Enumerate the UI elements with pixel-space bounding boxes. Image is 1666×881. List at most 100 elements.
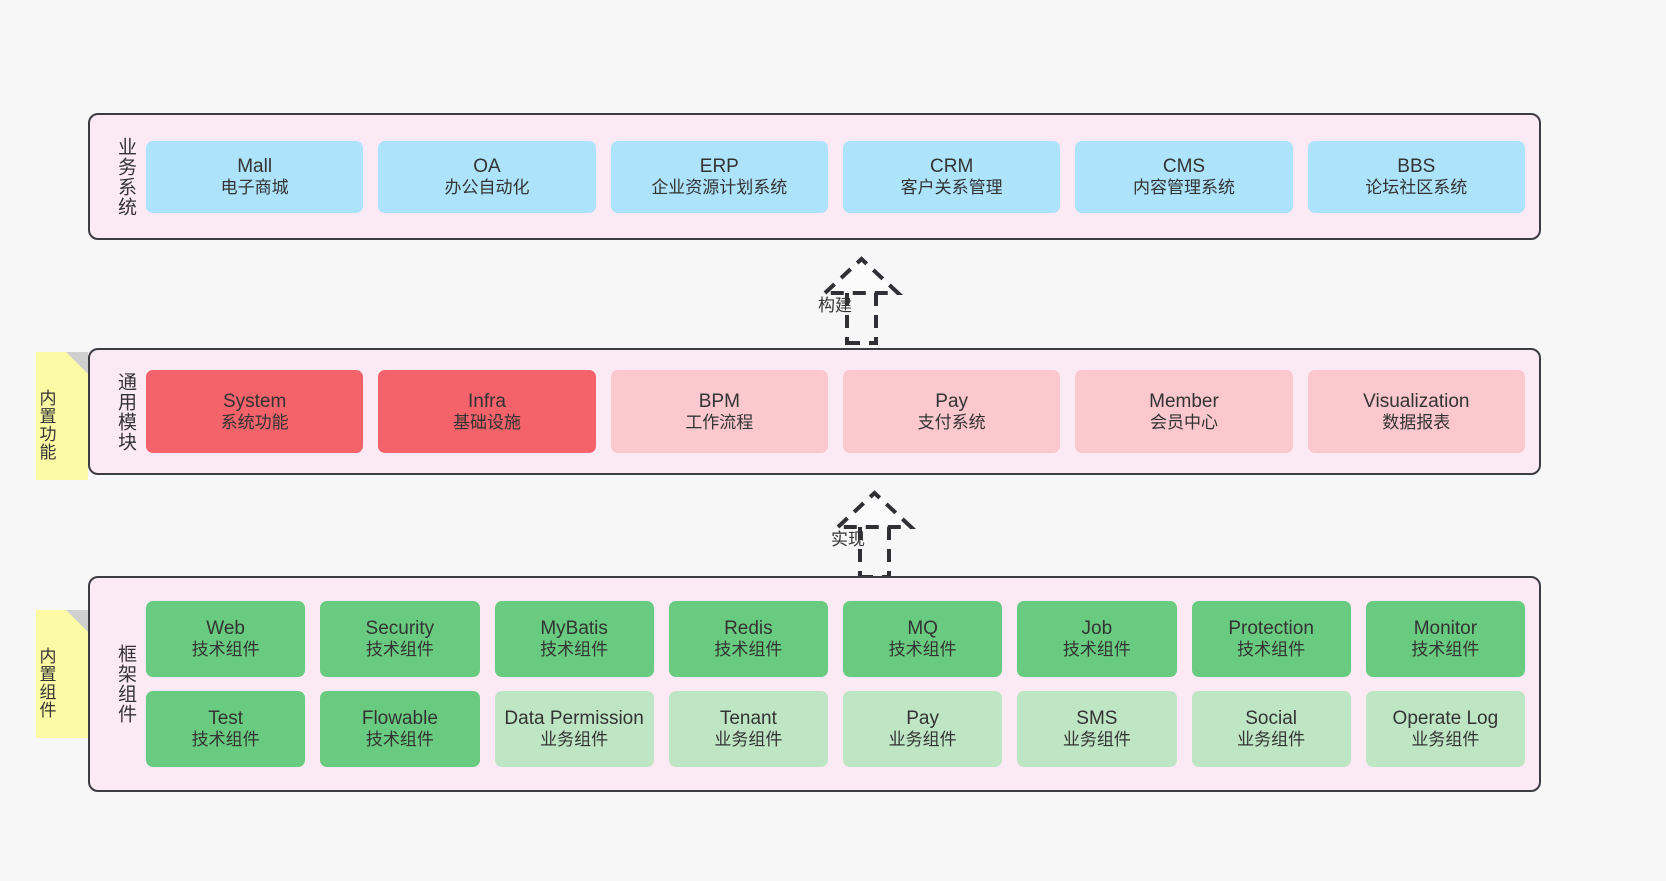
cell-subtitle: 技术组件 bbox=[1237, 640, 1306, 660]
cell-subtitle: 技术组件 bbox=[888, 640, 957, 660]
cell-title: Redis bbox=[724, 618, 773, 640]
connector-implement: 实现 bbox=[765, 487, 955, 579]
cell-title: CMS bbox=[1162, 155, 1206, 177]
cell-title: BPM bbox=[698, 390, 740, 412]
cell-title: Visualization bbox=[1363, 390, 1470, 412]
business-system-cells: Mall 电子商城 OA 办公自动化 ERP 企业资源计划系统 CRM 客户关系… bbox=[142, 140, 1539, 213]
framework-component-cells: Web 技术组件 Security 技术组件 MyBatis 技术组件 Redi… bbox=[142, 601, 1539, 767]
cell-title: Pay bbox=[935, 390, 969, 412]
layer-common-modules: 通用模块 System 系统功能 Infra 基础设施 BPM 工作流程 Pay… bbox=[88, 348, 1541, 475]
business-cell-crm[interactable]: CRM 客户关系管理 bbox=[842, 140, 1061, 213]
cell-title: CRM bbox=[930, 155, 974, 177]
connector-build-label: 构建 bbox=[818, 296, 852, 315]
cell-subtitle: 客户关系管理 bbox=[900, 177, 1003, 197]
cell-title: Tenant bbox=[719, 708, 777, 730]
cell-title: Test bbox=[208, 708, 244, 730]
framework-cell-pay[interactable]: Pay 业务组件 bbox=[843, 691, 1003, 767]
cell-subtitle: 技术组件 bbox=[1062, 640, 1131, 660]
sticky-note-builtin-components: 内置组件 bbox=[36, 610, 88, 738]
framework-cell-social[interactable]: Social 业务组件 bbox=[1191, 691, 1351, 767]
cell-title: Monitor bbox=[1413, 618, 1478, 640]
business-cell-oa[interactable]: OA 办公自动化 bbox=[378, 140, 596, 213]
framework-row-tech: Web 技术组件 Security 技术组件 MyBatis 技术组件 Redi… bbox=[146, 601, 1525, 677]
framework-cell-security[interactable]: Security 技术组件 bbox=[320, 601, 480, 677]
framework-cell-data-permission[interactable]: Data Permission 业务组件 bbox=[494, 691, 654, 767]
module-cell-infra[interactable]: Infra 基础设施 bbox=[378, 370, 596, 453]
cell-subtitle: 技术组件 bbox=[540, 640, 609, 660]
framework-cell-mybatis[interactable]: MyBatis 技术组件 bbox=[494, 601, 654, 677]
cell-subtitle: 数据报表 bbox=[1382, 412, 1451, 432]
common-module-cells: System 系统功能 Infra 基础设施 BPM 工作流程 Pay 支付系统… bbox=[142, 370, 1539, 453]
connector-build: 构建 bbox=[752, 253, 942, 345]
cell-title: Data Permission bbox=[504, 708, 644, 730]
business-cell-erp[interactable]: ERP 企业资源计划系统 bbox=[610, 140, 828, 213]
cell-subtitle: 工作流程 bbox=[685, 412, 754, 432]
cell-subtitle: 业务组件 bbox=[1237, 730, 1306, 750]
generalization-arrow-icon bbox=[832, 490, 917, 579]
framework-cell-sms[interactable]: SMS 业务组件 bbox=[1017, 691, 1177, 767]
cell-title: MyBatis bbox=[540, 618, 608, 640]
cell-subtitle: 技术组件 bbox=[191, 730, 260, 750]
page-fold-icon bbox=[66, 352, 88, 374]
cell-subtitle: 业务组件 bbox=[888, 730, 957, 750]
framework-cell-protection[interactable]: Protection 技术组件 bbox=[1191, 601, 1351, 677]
cell-subtitle: 技术组件 bbox=[365, 640, 434, 660]
cell-subtitle: 基础设施 bbox=[452, 412, 521, 432]
framework-cell-mq[interactable]: MQ 技术组件 bbox=[843, 601, 1003, 677]
framework-cell-flowable[interactable]: Flowable 技术组件 bbox=[320, 691, 480, 767]
business-cell-mall[interactable]: Mall 电子商城 bbox=[146, 140, 364, 213]
layer-business-system: 业务系统 Mall 电子商城 OA 办公自动化 ERP 企业资源计划系统 CRM… bbox=[88, 113, 1541, 240]
cell-subtitle: 业务组件 bbox=[714, 730, 783, 750]
cell-title: Job bbox=[1081, 618, 1113, 640]
cell-title: Security bbox=[365, 618, 435, 640]
framework-row-business: Test 技术组件 Flowable 技术组件 Data Permission … bbox=[146, 691, 1525, 767]
module-cell-bpm[interactable]: BPM 工作流程 bbox=[610, 370, 828, 453]
cell-title: MQ bbox=[907, 618, 938, 640]
cell-title: Web bbox=[206, 618, 245, 640]
framework-cell-tenant[interactable]: Tenant 业务组件 bbox=[668, 691, 828, 767]
cell-subtitle: 电子商城 bbox=[220, 177, 289, 197]
cell-subtitle: 技术组件 bbox=[191, 640, 260, 660]
cell-title: Pay bbox=[906, 708, 939, 730]
cell-subtitle: 支付系统 bbox=[917, 412, 986, 432]
business-cell-cms[interactable]: CMS 内容管理系统 bbox=[1075, 140, 1293, 213]
framework-cell-redis[interactable]: Redis 技术组件 bbox=[668, 601, 828, 677]
layer-framework-components-title: 框架组件 bbox=[115, 644, 136, 724]
sticky-note-label: 内置功能 bbox=[36, 389, 56, 461]
cell-title: Operate Log bbox=[1392, 708, 1499, 730]
framework-cell-web[interactable]: Web 技术组件 bbox=[146, 601, 306, 677]
cell-subtitle: 企业资源计划系统 bbox=[651, 177, 788, 197]
cell-subtitle: 内容管理系统 bbox=[1132, 177, 1235, 197]
cell-subtitle: 会员中心 bbox=[1149, 412, 1218, 432]
cell-title: BBS bbox=[1397, 155, 1436, 177]
framework-cell-monitor[interactable]: Monitor 技术组件 bbox=[1365, 601, 1525, 677]
sticky-note-label: 内置组件 bbox=[36, 647, 56, 719]
module-cell-pay[interactable]: Pay 支付系统 bbox=[842, 370, 1061, 453]
business-cell-bbs[interactable]: BBS 论坛社区系统 bbox=[1307, 140, 1525, 213]
layer-framework-components: 框架组件 Web 技术组件 Security 技术组件 MyBatis 技术组件… bbox=[88, 576, 1541, 792]
cell-subtitle: 业务组件 bbox=[1062, 730, 1131, 750]
cell-subtitle: 技术组件 bbox=[1411, 640, 1480, 660]
cell-title: OA bbox=[473, 155, 501, 177]
cell-title: System bbox=[222, 390, 287, 412]
module-cell-system[interactable]: System 系统功能 bbox=[146, 370, 364, 453]
framework-cell-test[interactable]: Test 技术组件 bbox=[146, 691, 306, 767]
cell-subtitle: 技术组件 bbox=[714, 640, 783, 660]
layer-business-system-title: 业务系统 bbox=[115, 136, 136, 217]
page-fold-icon bbox=[66, 610, 88, 632]
cell-title: Infra bbox=[467, 390, 506, 412]
cell-title: Mall bbox=[237, 155, 273, 177]
cell-title: Member bbox=[1149, 390, 1219, 412]
connector-implement-label: 实现 bbox=[831, 530, 865, 549]
module-cell-visualization[interactable]: Visualization 数据报表 bbox=[1307, 370, 1525, 453]
generalization-arrow-icon bbox=[819, 256, 904, 345]
framework-cell-operate-log[interactable]: Operate Log 业务组件 bbox=[1365, 691, 1525, 767]
cell-title: Protection bbox=[1228, 618, 1314, 640]
cell-subtitle: 业务组件 bbox=[540, 730, 609, 750]
framework-cell-job[interactable]: Job 技术组件 bbox=[1017, 601, 1177, 677]
sticky-note-builtin-features: 内置功能 bbox=[36, 352, 88, 480]
module-cell-member[interactable]: Member 会员中心 bbox=[1075, 370, 1293, 453]
cell-subtitle: 办公自动化 bbox=[444, 177, 530, 197]
cell-title: SMS bbox=[1076, 708, 1118, 730]
